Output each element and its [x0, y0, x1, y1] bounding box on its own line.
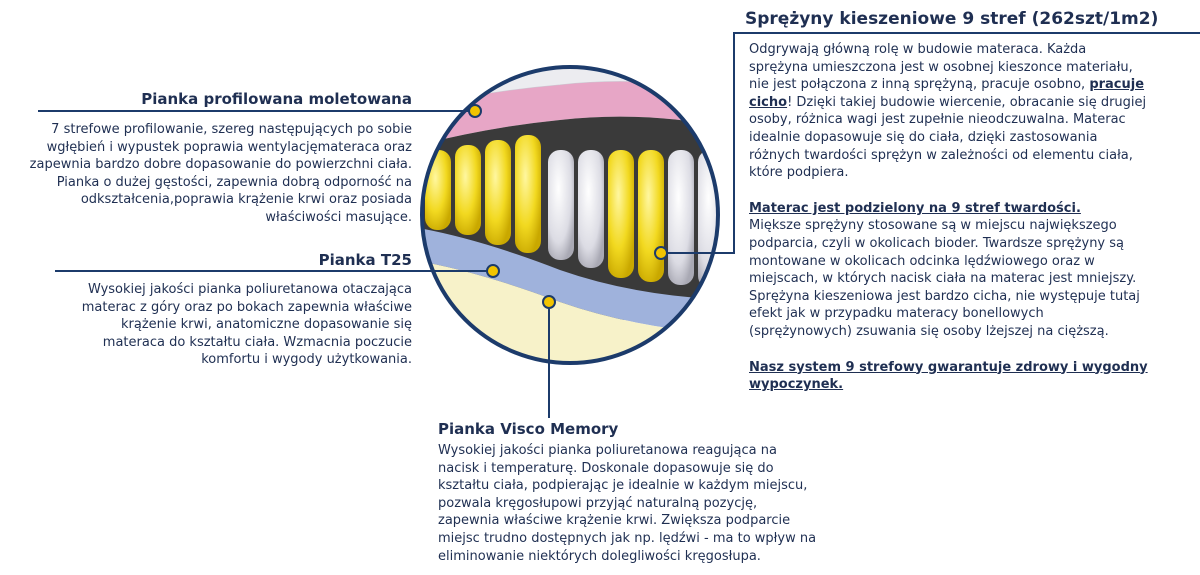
connector-line-right — [661, 32, 1200, 254]
text-line: montowane w okolicach odcinka lędźwioweg… — [749, 253, 1095, 269]
text-line: Wysokiej jakości pianka poliuretanowa ot… — [87, 282, 412, 297]
visco-memory-title: Pianka Visco Memory — [438, 420, 619, 438]
text-line: miejsc trudno dostępnych jak np. lędźwi … — [438, 530, 817, 546]
text-line: miejscach, w których nacisk ciała na mat… — [749, 271, 1137, 287]
visco-memory-description: Wysokiej jakości pianka poliuretanowa re… — [438, 442, 838, 565]
marker-dot-mid — [486, 264, 500, 278]
profiled-foam-description: 7 strefowe profilowanie, szereg następuj… — [20, 121, 412, 227]
text-line: sprężyna umieszczona jest w osobnej kies… — [749, 59, 1133, 75]
text-line: Odgrywają główną rolę w budowie materaca… — [749, 42, 1087, 57]
text-line: Wysokiej jakości pianka poliuretanowa re… — [438, 443, 777, 458]
guarantee-line: wypoczynek. — [749, 377, 844, 393]
text-line: właściwości masujące. — [265, 209, 412, 225]
mattress-cross-section — [422, 67, 718, 363]
text-line: zapewnia bardzo dobre dopasowanie do pow… — [29, 157, 412, 173]
t25-foam-description: Wysokiej jakości pianka poliuretanowa ot… — [20, 281, 412, 369]
text-line: Pianka o dużej gęstości, zapewnia dobrą … — [56, 174, 412, 190]
text-line: podparcia, czyli w okolicach bioder. Twa… — [749, 235, 1124, 251]
text-line: pozwala kręgosłupowi przyjąć naturalną p… — [438, 495, 758, 511]
nine-zones-heading: Materac jest podzielony na 9 stref tward… — [749, 200, 1081, 216]
detail-circle — [420, 65, 720, 365]
text-line: zapewnia właściwe krążenie krwi. Zwiększ… — [438, 513, 791, 529]
text-line: krążenie krwi, anatomiczne dopasowanie s… — [121, 317, 412, 333]
text-line: nie jest połączona z inną sprężyną, prac… — [749, 77, 1086, 93]
quiet-work-link-cont: cicho — [749, 94, 788, 110]
text-line: Sprężyna kieszeniowa jest bardzo cicha, … — [749, 288, 1140, 304]
text-line: różnych twardości sprężyn w zależności o… — [749, 147, 1133, 163]
marker-dot-right — [654, 246, 668, 260]
profiled-foam-title: Pianka profilowana moletowana — [141, 90, 412, 108]
text-line: eliminowanie niektórych dolegliwości krę… — [438, 548, 761, 564]
marker-dot-top — [468, 104, 482, 118]
marker-dot-bottom — [542, 295, 556, 309]
t25-foam-title: Pianka T25 — [318, 251, 412, 269]
text-line: materac z góry oraz po bokach zapewnia w… — [81, 299, 412, 315]
text-line: osoby, różnica wagi jest zupełnie nieodc… — [749, 112, 1126, 128]
text-line: Miększe sprężyny stosowane są w miejscu … — [749, 218, 1117, 234]
text-line: komfortu i wygody użytkowania. — [201, 352, 412, 368]
text-line: wgłębień i wypustek poprawia wentylacjęm… — [46, 139, 412, 155]
pocket-springs-description: Odgrywają główną rolę w budowie materaca… — [749, 41, 1189, 394]
text-line: ! Dzięki takiej budowie wiercenie, obrac… — [787, 94, 1147, 110]
text-line: nacisk i temperaturę. Doskonale dopasowu… — [438, 460, 774, 476]
text-line: odkształcenia,poprawia krążenie krwi ora… — [80, 192, 412, 208]
text-line: kształtu ciała, podpierając je idealnie … — [438, 478, 808, 494]
pocket-springs-title: Sprężyny kieszeniowe 9 stref (262szt/1m2… — [745, 9, 1159, 29]
section-title-profiled-foam: Pianka profilowana moletowana — [60, 90, 412, 108]
text-line: które podpiera. — [749, 165, 849, 181]
text-line: idealnie dopasowuje się do ciała, dzięki… — [749, 129, 1098, 145]
text-line: 7 strefowe profilowanie, szereg następuj… — [51, 122, 412, 137]
text-line: (sprężynowych) zsuwania się osoby lżejsz… — [749, 323, 1109, 339]
text-line: efekt jak w przypadku materacy bonellowy… — [749, 306, 1044, 322]
blue-foam-layer — [422, 225, 718, 335]
pink-foam-layer — [422, 81, 718, 150]
quiet-work-link: pracuje — [1089, 77, 1145, 93]
guarantee-line: Nasz system 9 strefowy gwarantuje zdrowy… — [749, 359, 1148, 375]
text-line: materaca do kształtu ciała. Wzmacnia poc… — [102, 334, 412, 350]
